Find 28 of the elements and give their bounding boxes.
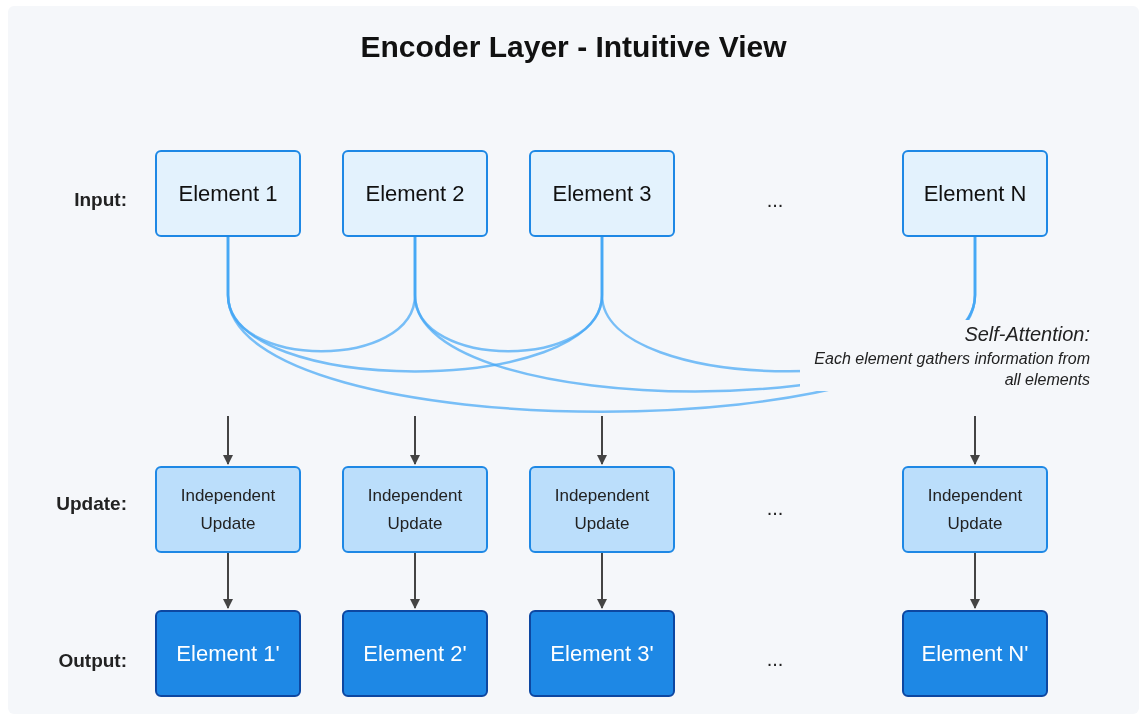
arrow [223,415,233,465]
element-box: Element N [902,150,1048,237]
arrow [597,552,607,609]
element-box: Element 1 [155,150,301,237]
row-label: Output: [57,649,127,673]
element-box: Element 3 [529,150,675,237]
arrow [597,415,607,465]
process-box: Independent Update [342,466,488,553]
element-box: Element 1' [155,610,301,697]
arrow [970,415,980,465]
element-box: Element 3' [529,610,675,697]
process-box: Independent Update [902,466,1048,553]
ellipsis: ... [765,647,785,672]
process-box: Independent Update [155,466,301,553]
arrow [410,415,420,465]
ellipsis: ... [765,188,785,213]
element-box: Element 2 [342,150,488,237]
row-label: Update: [55,492,127,516]
diagram-title: Encoder Layer - Intuitive View [359,30,788,64]
row-label: Input: [73,188,127,212]
element-box: Element N' [902,610,1048,697]
annotation-text: Each element gathers information from all elements [800,349,1090,391]
element-box: Element 2' [342,610,488,697]
ellipsis: ... [765,496,785,521]
arrow [223,552,233,609]
arrow [410,552,420,609]
arrow [970,552,980,609]
process-box: Independent Update [529,466,675,553]
